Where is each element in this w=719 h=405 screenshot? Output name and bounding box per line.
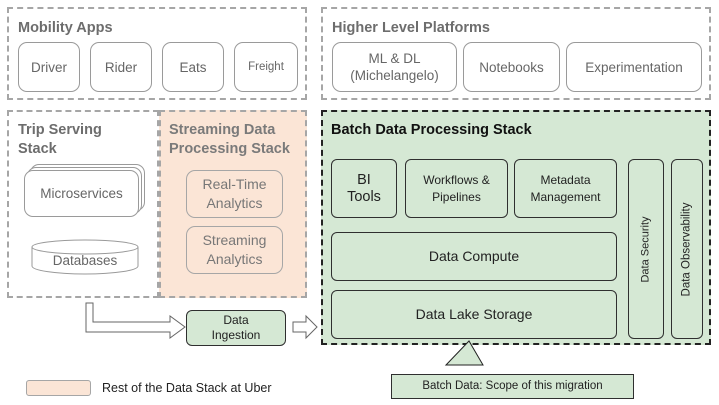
mobility-apps-section: Mobility Apps Driver Rider Eats Freight	[7, 7, 307, 100]
streaming-analytics-box: Streaming Analytics	[186, 226, 283, 274]
mobility-apps-title: Mobility Apps	[18, 20, 113, 36]
legend-label: Rest of the Data Stack at Uber	[102, 381, 272, 395]
realtime-analytics-box: Real-Time Analytics	[186, 170, 283, 218]
driver-app-box: Driver	[18, 42, 80, 92]
legend-swatch-orange	[26, 380, 91, 396]
batch-scope-callout: Batch Data: Scope of this migration	[391, 374, 634, 399]
notebooks-box: Notebooks	[463, 42, 560, 92]
ml-dl-box: ML & DL (Michelangelo)	[332, 42, 457, 92]
microservices-box: Microservices	[24, 170, 139, 217]
workflows-pipelines-box: Workflows & Pipelines	[405, 159, 508, 218]
rider-app-box: Rider	[90, 42, 152, 92]
higher-level-platforms-title: Higher Level Platforms	[332, 20, 490, 36]
data-security-label: Data Security	[639, 215, 652, 283]
data-ingestion-box: Data Ingestion	[186, 310, 286, 346]
data-observability-box: Data Observability	[671, 159, 703, 339]
ingestion-to-batch-arrow	[292, 314, 318, 340]
bi-tools-box: BI Tools	[331, 159, 397, 218]
freight-app-box: Freight	[234, 42, 298, 92]
streaming-stack-title: Streaming Data Processing Stack	[169, 122, 290, 157]
data-security-box: Data Security	[628, 159, 664, 339]
data-lake-storage-box: Data Lake Storage	[331, 290, 617, 339]
experimentation-box: Experimentation	[566, 42, 702, 92]
trip-serving-stack-title: Trip Serving Stack	[18, 122, 102, 157]
metadata-management-box: Metadata Management	[514, 159, 617, 218]
databases-label: Databases	[52, 253, 118, 268]
trip-to-ingestion-arrow	[85, 302, 186, 339]
batch-stack-title: Batch Data Processing Stack	[331, 122, 532, 138]
higher-level-platforms-section: Higher Level Platforms ML & DL (Michelan…	[321, 7, 711, 100]
data-compute-box: Data Compute	[331, 232, 617, 281]
eats-app-box: Eats	[162, 42, 224, 92]
data-observability-label: Data Observability	[680, 202, 693, 296]
